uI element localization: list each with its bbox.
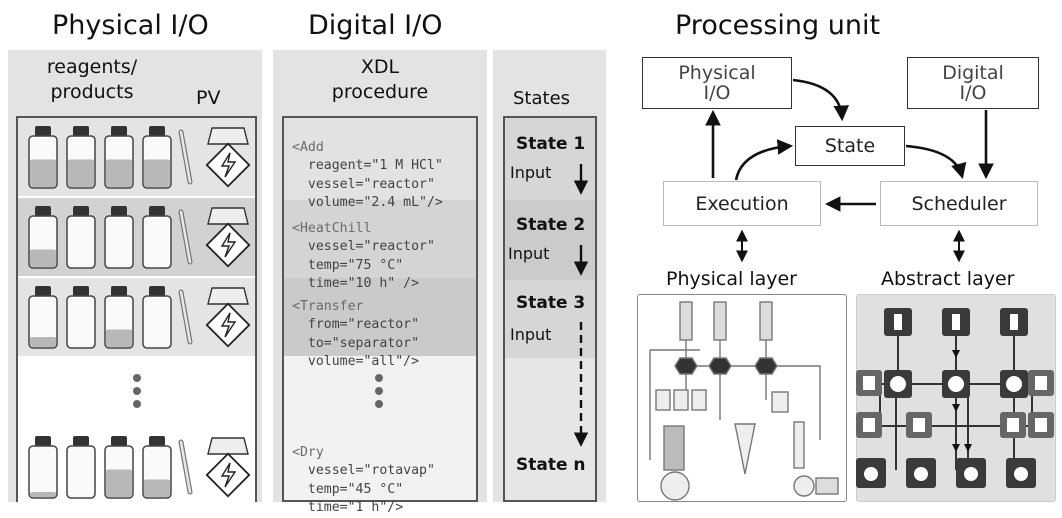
reagent-bottle-icon (104, 126, 134, 189)
reagents-products-label: reagents/ products (46, 56, 138, 103)
valve-node-icon (942, 370, 970, 398)
flask-node-icon (856, 370, 882, 396)
xdl-block-add: <Add reagent="1 M HCl" vessel="reactor" … (292, 120, 443, 213)
power-gauge-icon (205, 287, 251, 348)
power-gauge-icon (205, 207, 251, 268)
syringe-node-icon (1000, 308, 1028, 336)
graph-arrowhead (952, 444, 960, 452)
xdl-block-bg-4 (284, 420, 476, 500)
node-digital-io: Digital I/O (907, 57, 1039, 109)
reagent-bottle-icon (28, 436, 58, 499)
state-bg-3 (505, 280, 595, 358)
node-physical-io: Physical I/O (642, 57, 792, 109)
reagent-bottle-icon (142, 126, 172, 189)
physical-layer-schematic (649, 301, 839, 501)
reagent-bottle-icon (66, 126, 96, 189)
reagent-bottle-icon (104, 286, 134, 349)
thermometer-icon (178, 439, 193, 495)
thermometer-icon (178, 129, 193, 185)
xdl-block-bg-1 (284, 118, 476, 200)
reagent-bottle-icon (142, 436, 172, 499)
heading-processing-unit: Processing unit (675, 10, 881, 41)
power-gauge-icon (205, 437, 251, 498)
valve-node-icon (884, 370, 912, 398)
flask-node-icon (856, 412, 882, 438)
reagent-bottle-icon (28, 126, 58, 189)
syringe-node-icon (884, 308, 912, 336)
flask-node-icon (1000, 412, 1026, 438)
arrow-physio-to-state (792, 78, 850, 122)
xdl-line: time="10 h" /> (307, 276, 420, 291)
arrow-state-to-scheduler (905, 144, 967, 180)
thermometer-icon (178, 289, 193, 345)
xdl-line: vessel="rotavap" (307, 463, 435, 478)
xdl-procedure-label: XDL procedure (331, 56, 429, 103)
node-execution: Execution (663, 181, 821, 226)
input-label-1: Input (510, 163, 552, 182)
reagent-bottle-icon (66, 206, 96, 269)
input-label-2: Input (508, 244, 550, 263)
xdl-block-heatchill: <HeatChill vessel="reactor" temp="75 °C"… (292, 201, 435, 294)
xdl-line: vessel="reactor" (307, 239, 435, 254)
reagent-bottle-icon (104, 206, 134, 269)
reagent-bottle-icon (28, 286, 58, 349)
rotavap-node-icon (1006, 458, 1036, 488)
valve-node-icon (1000, 370, 1028, 398)
flask-node-icon (906, 412, 932, 438)
arrow-exec-to-state (734, 139, 794, 181)
xdl-line: temp="45 °C" (307, 481, 404, 497)
xdl-line: temp="75 °C" (307, 257, 404, 273)
heading-physical-io: Physical I/O (52, 10, 209, 41)
processing-diagram-overlay (573, 78, 994, 501)
reactor-node-icon (906, 458, 936, 488)
xdl-line: volume="all"/> (307, 354, 420, 369)
xdl-line: vessel="reactor" (307, 176, 435, 192)
reagent-bottle-icon (142, 206, 172, 269)
reagent-bottle-icon (104, 436, 134, 499)
node-state: State (795, 126, 905, 166)
physical-io-row-bg (18, 358, 255, 436)
heading-digital-io: Digital I/O (308, 10, 443, 41)
states-label: States (513, 88, 571, 109)
flask-node-icon (1028, 412, 1054, 438)
state-n-label: State n (516, 455, 586, 475)
physical-io-ellipsis (130, 374, 144, 413)
flask-node-icon (1028, 370, 1054, 396)
xdl-line: time="1 h"/> (307, 500, 404, 515)
syringe-node-icon (942, 308, 970, 336)
xdl-line: from="reactor" (307, 317, 420, 332)
state-2-label: State 2 (516, 215, 586, 235)
abstract-layer-label: Abstract layer (881, 268, 1015, 290)
reagent-bottle-icon (142, 286, 172, 349)
input-label-3: Input (510, 325, 552, 344)
xdl-tag-dry: <Dry (292, 444, 324, 460)
xdl-block-bg-2 (284, 200, 476, 278)
xdl-line: volume="2.4 mL"/> (307, 195, 443, 210)
node-scheduler: Scheduler (880, 181, 1038, 226)
state-3-label: State 3 (516, 293, 586, 313)
physical-io-rows (18, 118, 255, 502)
xdl-tag-heatchill: <HeatChill (292, 220, 372, 236)
xdl-tag-add: <Add (292, 139, 324, 155)
pv-label: PV (196, 87, 221, 109)
xdl-line: reagent="1 M HCl" (307, 158, 443, 173)
graph-arrowhead (964, 444, 972, 452)
graph-arrowhead (952, 350, 960, 358)
reagent-bottle-icon (28, 206, 58, 269)
xdl-ellipsis (372, 374, 386, 413)
reagent-bottle-icon (66, 436, 96, 499)
graph-arrowhead (952, 404, 960, 412)
power-gauge-icon (205, 127, 251, 188)
physical-layer-label: Physical layer (666, 268, 797, 290)
xdl-tag-transfer: <Transfer (292, 298, 364, 314)
xdl-line: to="separator" (307, 335, 420, 351)
reagent-bottle-icon (66, 286, 96, 349)
xdl-block-bg-3 (284, 278, 476, 356)
thermometer-icon (178, 209, 193, 265)
separator-node-icon (956, 458, 986, 488)
xdl-block-transfer: <Transfer from="reactor" to="separator" … (292, 279, 419, 372)
heat-node-icon (856, 458, 886, 488)
abstract-layer-graph (856, 308, 1054, 488)
state-1-label: State 1 (516, 134, 586, 154)
